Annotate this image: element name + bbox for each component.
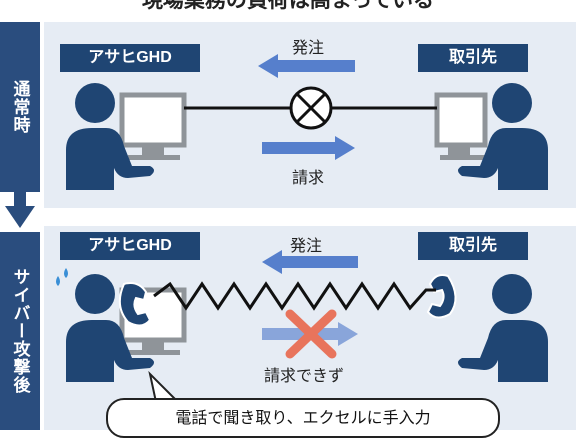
right-person-computer-icon	[434, 83, 548, 190]
normal-right-company-label: 取引先	[418, 44, 528, 72]
order-arrow-attack-icon	[262, 250, 358, 274]
left-person-phone-icon	[56, 268, 187, 382]
side-label-normal-text: 通常時	[9, 80, 30, 134]
normal-order-label: 発注	[292, 38, 325, 57]
order-arrow-icon	[258, 54, 355, 78]
normal-billing-label: 請求	[292, 168, 325, 187]
side-label-attack: サイバー攻撃後	[0, 232, 40, 430]
normal-left-company-label: アサヒGHD	[60, 44, 200, 72]
billing-arrow-failed-icon	[262, 309, 358, 359]
right-person-phone-icon	[426, 274, 548, 382]
attack-right-company-label: 取引先	[418, 232, 528, 260]
attack-left-company-label: アサヒGHD	[60, 232, 200, 260]
billing-arrow-icon	[262, 136, 355, 160]
attack-billing-label: 請求できず	[264, 366, 345, 385]
side-label-attack-text: サイバー攻撃後	[9, 268, 30, 394]
phone-line-zigzag	[153, 281, 436, 311]
diagram-title: 現場業務の負荷は高まっている	[141, 0, 435, 12]
callout-bubble: 電話で聞き取り、エクセルに手入力	[106, 398, 500, 438]
transition-arrow-icon	[5, 188, 35, 228]
blocked-connection-icon	[289, 86, 333, 130]
attack-order-label: 発注	[290, 236, 323, 255]
side-label-normal: 通常時	[0, 22, 40, 192]
left-person-computer-icon	[66, 83, 187, 190]
